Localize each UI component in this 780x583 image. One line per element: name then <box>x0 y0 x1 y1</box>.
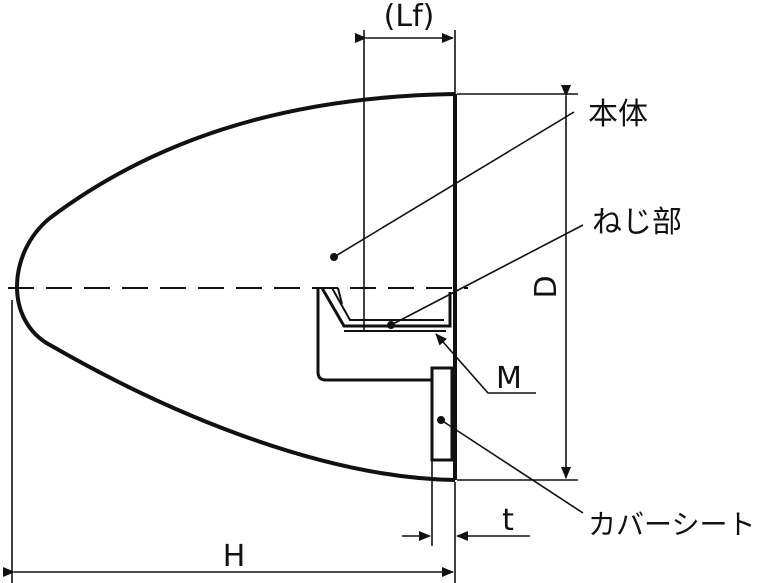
thread-leader <box>390 224 584 326</box>
cover-label: カバーシート <box>588 508 755 541</box>
m-label: M <box>496 361 522 396</box>
body-label: 本体 <box>588 97 648 132</box>
insert-cavity-outline <box>316 288 432 382</box>
cover-sheet <box>430 366 454 462</box>
t-label: t <box>502 503 514 538</box>
lf-label: (Lf) <box>384 0 435 34</box>
cover-leader <box>440 419 584 514</box>
h-label: H <box>223 539 246 574</box>
knob-body-outline <box>15 92 456 482</box>
body-leader <box>333 111 575 258</box>
thread-label: ねじ部 <box>592 205 682 240</box>
thread-inner <box>331 287 444 321</box>
thread-cavity <box>320 287 452 328</box>
thread-chamfer <box>337 287 343 305</box>
m-leader <box>435 333 536 394</box>
d-label: D <box>529 275 564 298</box>
